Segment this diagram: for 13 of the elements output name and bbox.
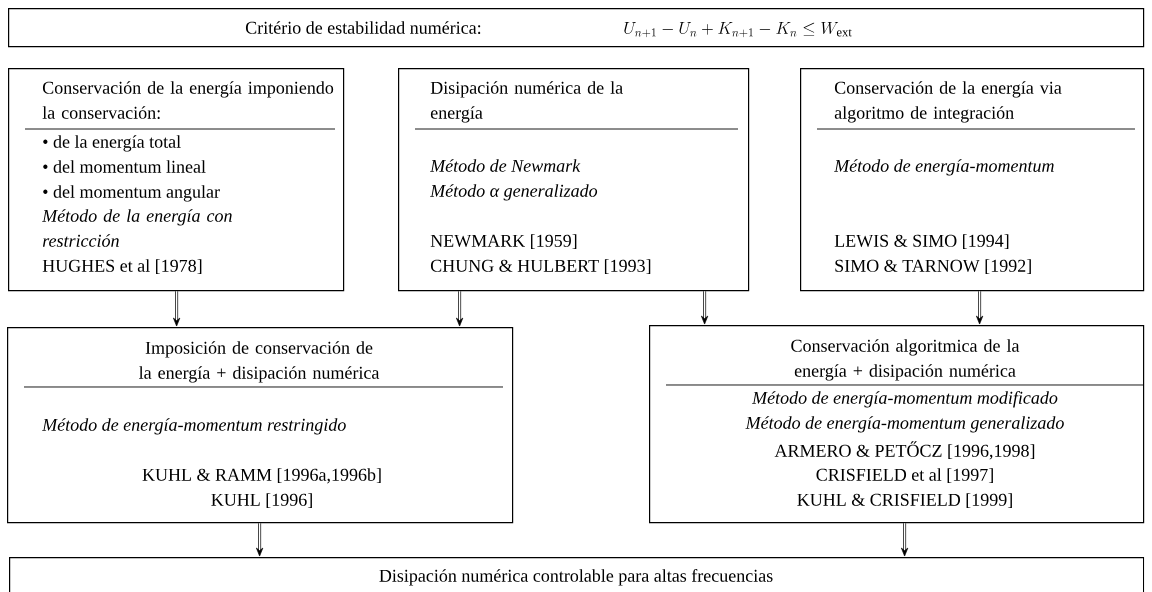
process-box: Critério de estabilidad numérica: $U_{n+1} - U_n + K_{n+1} - K_n \leq W_{\mathrm{ext}}$ <box>8 8 1145 48</box>
process-box: Disipación numérica controlable para altas frecuencias <box>9 557 1145 592</box>
arrow <box>701 290 709 325</box>
process-box: Imposición de conservación de la energía + disipación numérica Método de energía-momentum restringido KUHL & RAMM [1996a,1996b] KUHL [1996] <box>7 327 514 524</box>
process-box: Conservación de la energía imponiendo la conservación: • de la energía total • del momentum lineal • del momentum angular Método de la energía con restricción HUGHES et al [1978] <box>8 68 345 292</box>
arrow <box>256 522 264 557</box>
arrow <box>173 290 181 327</box>
arrow <box>976 290 984 325</box>
process-box: Conservación algoritmica de la energía + disipación numérica Método de energía-momentum modificado Método de energía-momentum generalizado ARMERO & PETŐCZ [1996,1998] CRISFIELD et al [1997] KUHL & CRISFIELD [1999] <box>649 325 1145 524</box>
arrow <box>456 290 464 327</box>
process-box: Conservación de la energía via algoritmo de integración Método de energía-momentum LEWIS & SIMO [1994] SIMO & TARNOW [1992] <box>800 68 1145 292</box>
arrow <box>901 522 909 557</box>
process-box: Disipación numérica de la energía Método de Newmark Método α generalizado NEWMARK [1959] CHUNG & HULBERT [1993] <box>398 68 750 292</box>
